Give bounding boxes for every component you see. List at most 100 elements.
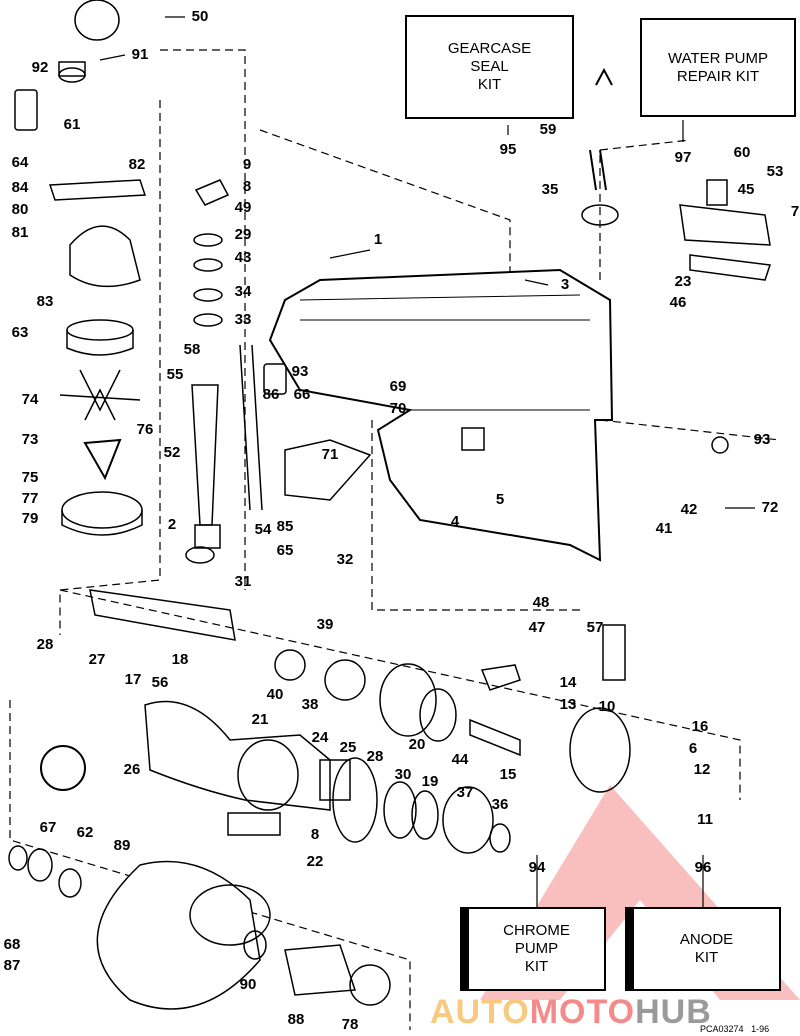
- callout-number: 48: [532, 594, 550, 611]
- callout-number: 63: [11, 324, 29, 341]
- callout-number: 77: [21, 490, 39, 507]
- callout-number: 76: [136, 421, 154, 438]
- callout-number: 13: [559, 696, 577, 713]
- callout-number: 18: [171, 651, 189, 668]
- kit-line: GEARCASE: [447, 40, 532, 57]
- water-pump-repair-kit-box: WATER PUMP REPAIR KIT: [640, 18, 796, 117]
- callout-number: 33: [234, 311, 252, 328]
- callout-number: 78: [341, 1016, 359, 1033]
- callout-number: 83: [36, 293, 54, 310]
- figure-date: 1-96: [751, 1024, 770, 1034]
- gearcase-seal-kit-box: GEARCASE SEAL KIT: [405, 15, 574, 119]
- callout-number: 93: [291, 363, 309, 380]
- callout-number: 59: [539, 121, 557, 138]
- kit-line: SEAL: [470, 58, 509, 75]
- callout-number: 68: [3, 936, 21, 953]
- kit-line: KIT: [524, 958, 549, 975]
- callout-number: 50: [191, 8, 209, 25]
- callout-number: 74: [21, 391, 39, 408]
- callout-number: 44: [451, 751, 469, 768]
- callout-number: 90: [239, 976, 257, 993]
- callout-number: 8: [310, 826, 320, 843]
- callout-number: 80: [11, 201, 29, 218]
- callout-number: 3: [560, 276, 570, 293]
- callout-number: 39: [316, 616, 334, 633]
- callout-number: 22: [306, 853, 324, 870]
- callout-number: 73: [21, 431, 39, 448]
- callout-number: 45: [737, 181, 755, 198]
- propeller: [96, 860, 261, 1010]
- callout-number: 53: [766, 163, 784, 180]
- callout-number: 60: [733, 144, 751, 161]
- callout-number: 19: [421, 773, 439, 790]
- callout-number: 42: [680, 501, 698, 518]
- callout-number: 16: [691, 718, 709, 735]
- callout-number: 28: [36, 636, 54, 653]
- callout-number: 46: [669, 294, 687, 311]
- callout-number: 52: [163, 444, 181, 461]
- callout-number: 96: [694, 859, 712, 876]
- callout-number: 69: [389, 378, 407, 395]
- callout-number: 58: [183, 341, 201, 358]
- callout-number: 97: [674, 149, 692, 166]
- callout-number: 14: [559, 674, 577, 691]
- callout-number: 8: [242, 178, 252, 195]
- callout-number: 72: [761, 499, 779, 516]
- callout-number: 37: [456, 784, 474, 801]
- callout-number: 32: [336, 551, 354, 568]
- callout-number: 9: [242, 156, 252, 173]
- callout-number: 55: [166, 366, 184, 383]
- callout-number: 40: [266, 686, 284, 703]
- kit-line: REPAIR KIT: [676, 67, 760, 85]
- callout-number: 79: [21, 510, 39, 527]
- callout-number: 35: [541, 181, 559, 198]
- gearcase-housing: [268, 268, 614, 562]
- callout-number: 93: [753, 431, 771, 448]
- callout-number: 4: [450, 513, 460, 530]
- callout-number: 89: [113, 837, 131, 854]
- kit-line: KIT: [694, 949, 719, 966]
- callout-number: 34: [234, 283, 252, 300]
- callout-number: 36: [491, 796, 509, 813]
- callout-number: 86: [262, 386, 280, 403]
- callout-number: 84: [11, 179, 29, 196]
- callout-number: 66: [293, 386, 311, 403]
- callout-number: 65: [276, 542, 294, 559]
- leader-lines: [99, 16, 755, 910]
- callout-number: 85: [276, 518, 294, 535]
- callout-number: 17: [124, 671, 142, 688]
- callout-number: 81: [11, 224, 29, 241]
- anode-kit-box: ANODE KIT: [625, 907, 781, 991]
- kit-line: KIT: [477, 76, 502, 93]
- callout-number: 62: [76, 824, 94, 841]
- callout-number: 56: [151, 674, 169, 691]
- kit-line: PUMP: [514, 940, 559, 957]
- callout-number: 38: [301, 696, 319, 713]
- callout-number: 20: [408, 736, 426, 753]
- callout-number: 12: [693, 761, 711, 778]
- callout-number: 1: [373, 231, 383, 248]
- callout-number: 82: [128, 156, 146, 173]
- callout-number: 15: [499, 766, 517, 783]
- callout-number: 23: [674, 273, 692, 290]
- callout-number: 29: [234, 226, 252, 243]
- callout-number: 26: [123, 761, 141, 778]
- callout-number: 64: [11, 154, 29, 171]
- callout-number: 47: [528, 619, 546, 636]
- callout-number: 54: [254, 521, 272, 538]
- callout-number: 70: [389, 400, 407, 417]
- callout-number: 61: [63, 116, 81, 133]
- callout-number: 41: [655, 520, 673, 537]
- kit-line: WATER PUMP: [668, 49, 768, 67]
- callout-number: 92: [31, 59, 49, 76]
- callout-number: 7: [790, 203, 800, 220]
- figure-code-text: PCA03274: [700, 1024, 744, 1034]
- callout-number: 11: [697, 811, 713, 828]
- callout-number: 75: [21, 469, 39, 486]
- callout-number: 94: [528, 859, 546, 876]
- callout-number: 71: [321, 446, 339, 463]
- callout-number: 67: [39, 819, 57, 836]
- callout-number: 31: [234, 573, 252, 590]
- figure-code: PCA03274 1-96: [700, 1024, 769, 1034]
